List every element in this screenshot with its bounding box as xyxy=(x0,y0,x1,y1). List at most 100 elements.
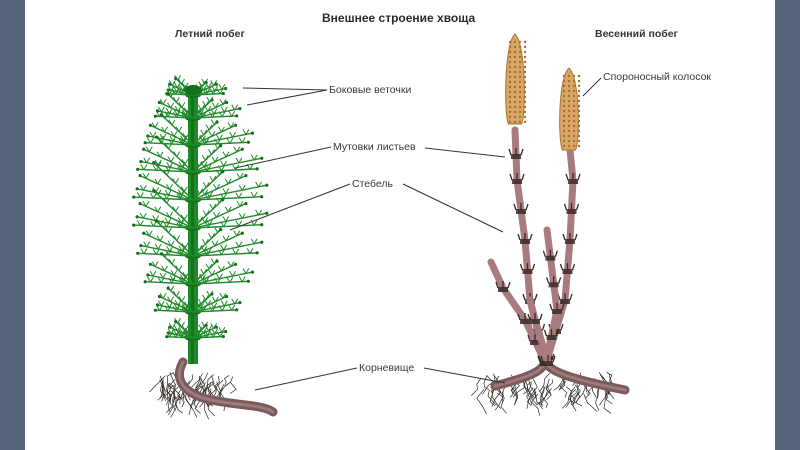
sporangium-dot xyxy=(523,115,527,119)
branch-leaflet xyxy=(210,108,215,115)
sporangium-dot xyxy=(567,84,571,88)
label-side-branches: Боковые веточки xyxy=(329,84,412,96)
branch-leaflet xyxy=(200,161,205,168)
spring-stem xyxy=(487,258,549,366)
branch-leaflet xyxy=(187,330,192,336)
branch-leaflet xyxy=(168,80,173,86)
branch-tip xyxy=(235,114,239,118)
branch-leaflet xyxy=(177,318,182,324)
branch-tip xyxy=(219,228,223,232)
root-hair xyxy=(603,393,612,414)
branch-leaflet xyxy=(220,193,225,199)
branch-leaflet xyxy=(162,98,167,105)
branch-leaflet xyxy=(178,265,183,271)
root-hair xyxy=(199,378,206,399)
side-branch xyxy=(150,263,194,285)
branch-leaflet xyxy=(241,212,246,219)
sporangium-dot xyxy=(562,139,566,143)
branch-leaflet xyxy=(204,239,209,245)
branch-leaflet xyxy=(173,270,178,276)
strobilus xyxy=(505,33,527,125)
branch-leaflet xyxy=(239,201,244,207)
root-hair xyxy=(605,389,613,405)
branch-leaflet xyxy=(211,102,216,108)
branch-leaflet xyxy=(197,134,202,141)
branch-tip xyxy=(148,123,152,127)
sporangium-dot xyxy=(513,70,517,74)
branch-leaflet xyxy=(236,146,241,153)
branch-leaflet xyxy=(221,326,226,333)
branch-leaflet xyxy=(208,305,213,312)
side-branch xyxy=(139,202,194,229)
branch-tip xyxy=(224,329,228,334)
spring-leaf-whorl xyxy=(563,203,580,211)
branch-leaflet xyxy=(209,331,214,338)
branch-leaflet xyxy=(150,220,154,227)
branch-tip xyxy=(210,292,214,296)
branch-tip xyxy=(139,160,143,164)
sporangium-dot xyxy=(572,134,576,138)
branch-leaflet xyxy=(220,265,225,272)
branch-leaflet xyxy=(246,248,251,254)
branch-leaflet xyxy=(250,154,255,161)
branch-leaflet xyxy=(196,332,201,338)
root-hair xyxy=(571,384,581,403)
sporangium-dot xyxy=(513,105,517,109)
branch-tip xyxy=(132,223,136,227)
branch-leaflet xyxy=(211,270,216,276)
branch-leaflet xyxy=(178,139,183,145)
branch-tip xyxy=(250,270,255,274)
side-branch xyxy=(192,107,241,119)
branch-leaflet xyxy=(203,166,208,172)
branch-leaflet xyxy=(157,161,162,168)
branch-leaflet xyxy=(150,276,154,283)
branch-leaflet xyxy=(219,331,224,337)
sporangium-dot xyxy=(562,114,566,118)
branch-leaflet xyxy=(238,212,243,219)
branch-leaflet xyxy=(177,89,182,95)
branch-tip xyxy=(221,334,225,339)
branch-leaflet xyxy=(202,137,207,143)
sporangium-dot xyxy=(523,50,527,54)
branch-tip xyxy=(260,240,264,244)
branch-leaflet xyxy=(173,235,178,241)
branch-leaflet xyxy=(212,88,217,95)
spring-sheath xyxy=(560,299,570,304)
branch-tip xyxy=(136,167,140,171)
branch-leaflet xyxy=(258,181,263,188)
branch-leaflet xyxy=(145,230,150,237)
branch-leaflet xyxy=(228,304,233,311)
branch-leaflet xyxy=(166,197,171,204)
branch-leaflet xyxy=(170,240,175,247)
branch-leaflet xyxy=(201,217,206,223)
branch-leaflet xyxy=(238,137,243,143)
branch-leaflet xyxy=(174,105,179,112)
branch-leaflet xyxy=(151,261,156,267)
branch-leaflet xyxy=(178,126,183,132)
branch-leaflet xyxy=(205,82,210,89)
sporangium-dot xyxy=(513,80,517,84)
branch-leaflet xyxy=(199,112,204,118)
spring-leaf-whorl xyxy=(508,148,524,156)
branch-leaflet xyxy=(185,272,190,278)
branch-leaflet xyxy=(222,235,227,242)
branch-leaflet xyxy=(168,323,173,329)
branch-leaflet xyxy=(253,154,258,161)
side-branch xyxy=(157,110,194,119)
summer-apex xyxy=(184,85,202,95)
branch-leaflet xyxy=(154,122,159,128)
side-branch xyxy=(140,160,194,173)
branch-leaflet xyxy=(217,126,222,133)
branch-leaflet xyxy=(136,192,141,198)
branch-leaflet xyxy=(161,265,166,272)
branch-tip xyxy=(224,86,228,91)
sporangium-dot xyxy=(508,75,512,79)
branch-leaflet xyxy=(220,244,225,251)
sporangium-dot xyxy=(562,129,566,133)
branch-leaflet xyxy=(211,156,216,163)
sporangium-dot xyxy=(513,120,517,124)
root-hair xyxy=(173,396,185,412)
branch-leaflet xyxy=(175,331,180,338)
branch-leaflet xyxy=(195,327,200,333)
leader-stem-left xyxy=(229,183,351,231)
